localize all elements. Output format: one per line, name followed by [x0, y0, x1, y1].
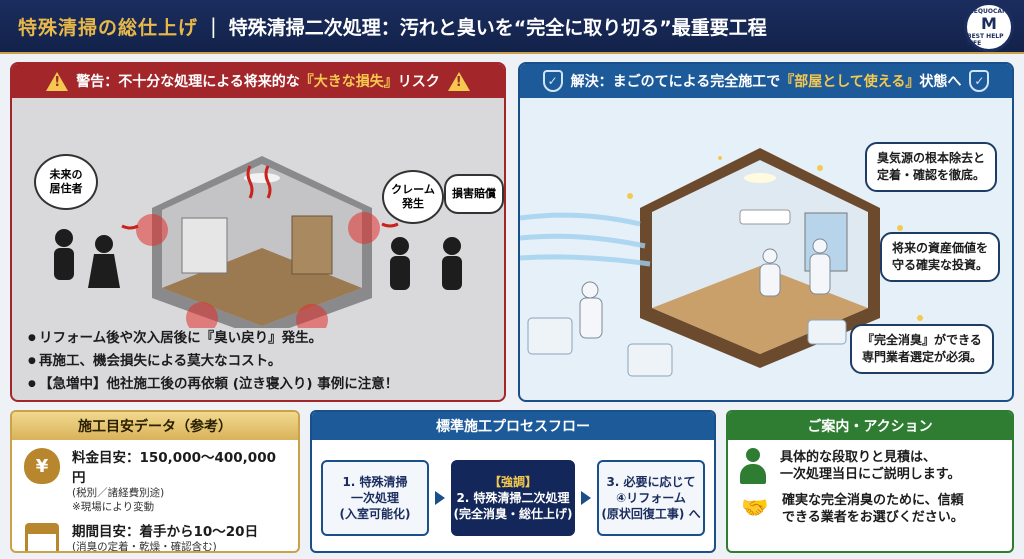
main-title: 特殊清掃の総仕上げ: [18, 16, 199, 39]
damages-bubble: 損害賠償: [444, 174, 504, 214]
warning-icon: !: [46, 71, 69, 91]
risk-item: 【急増中】他社施工後の再依頼 (泣き寝入り) 事例に注意！: [28, 372, 398, 392]
logo-sub: BEST HELP LIFE: [967, 32, 1004, 47]
cleaning-illustration: 臭気源の根本除去と 定着・確認を徹底。 将来の資産価値を 守る確実な投資。 『完…: [520, 98, 1012, 398]
title-separator: |: [210, 14, 217, 38]
risk-list: リフォーム後や次入居後に『臭い戻り』発生。 再施工、機会損失による莫大なコスト。…: [28, 323, 398, 392]
period-row: 期間目安：着手から10〜20日 (消臭の定着・乾燥・確認含む): [12, 514, 298, 553]
callout-root-cause: 臭気源の根本除去と 定着・確認を徹底。: [865, 142, 998, 192]
cost-box-title: 施工目安データ（参考）: [12, 412, 298, 440]
risk-item: リフォーム後や次入居後に『臭い戻り』発生。: [28, 326, 398, 346]
process-flow-box: 標準施工プロセスフロー 1. 特殊清掃一次処理(入室可能化) 【強調】2. 特殊…: [310, 410, 716, 553]
warning-panel: ! 警告：不十分な処理による将来的な『大きな損失』リスク !: [10, 62, 506, 402]
price-row: ¥ 料金目安：150,000〜400,000円 (税別／諸経費別途) ※現場によ…: [12, 440, 298, 514]
room-drawing: [54, 156, 462, 338]
shield-icon: ✓: [542, 70, 563, 92]
future-resident-bubble: 未来の 居住者: [34, 154, 98, 210]
main-subtitle: 特殊清掃二次処理：汚れと臭いを“完全に取り切る”最重要工程: [228, 16, 767, 39]
risk-item: 再施工、機会損失による莫大なコスト。: [28, 349, 398, 369]
action-box-title: ご案内・アクション: [728, 412, 1012, 440]
money-bag-icon: ¥: [22, 446, 62, 486]
period-label: 期間目安：着手から10〜20日: [72, 524, 259, 540]
period-note: (消臭の定着・乾燥・確認含む): [72, 541, 217, 553]
callout-asset-value: 将来の資産価値を 守る確実な投資。: [880, 232, 1001, 282]
logo-text: MEQUOCAFE: [967, 7, 1011, 15]
flow-step-1: 1. 特殊清掃一次処理(入室可能化): [321, 460, 429, 536]
price-note-variance: ※現場により変動: [72, 501, 155, 513]
solution-title: 解決：まごのてによる完全施工で『部屋として使える』状態へ: [570, 74, 962, 90]
action-box: ご案内・アクション 具体的な段取りと見積は、 一次処理当日にご説明します。 🤝 …: [726, 410, 1014, 553]
price-label: 料金目安：150,000〜400,000円: [72, 450, 276, 486]
person-icon: [738, 448, 768, 484]
solution-header: ✓ 解決：まごのてによる完全施工で『部屋として使える』状態へ ✓: [520, 64, 1012, 98]
flow-steps: 1. 特殊清掃一次処理(入室可能化) 【強調】2. 特殊清掃二次処理(完全消臭・…: [312, 440, 714, 536]
solution-panel: ✓ 解決：まごのてによる完全施工で『部屋として使える』状態へ ✓: [518, 62, 1014, 402]
company-logo: MEQUOCAFE M BEST HELP LIFE: [964, 2, 1014, 52]
callout-expert-selection: 『完全消臭』ができる 専門業者選定が必須。: [850, 324, 995, 374]
action-item-estimate: 具体的な段取りと見積は、 一次処理当日にご説明します。: [728, 440, 1012, 484]
cost-estimate-box: 施工目安データ（参考） ¥ 料金目安：150,000〜400,000円 (税別／…: [10, 410, 300, 553]
price-note: (税別／諸経費別途): [72, 487, 165, 499]
arrow-right-icon: [435, 491, 445, 505]
header-bar: 特殊清掃の総仕上げ | 特殊清掃二次処理：汚れと臭いを“完全に取り切る”最重要工…: [0, 0, 1024, 54]
warning-header: ! 警告：不十分な処理による将来的な『大きな損失』リスク !: [12, 64, 504, 98]
flow-box-title: 標準施工プロセスフロー: [312, 412, 714, 440]
claim-bubble: クレーム 発生: [382, 170, 444, 224]
arrow-right-icon: [581, 491, 591, 505]
shield-icon-right: ✓: [969, 70, 990, 92]
calendar-icon: [22, 520, 62, 551]
warning-title: 警告：不十分な処理による将来的な『大きな損失』リスク: [76, 74, 440, 90]
clean-room-drawing: [520, 148, 923, 377]
action-item-trust: 🤝 確実な完全消臭のために、信頼 できる業者をお選びください。: [728, 484, 1012, 526]
handshake-icon: 🤝: [741, 496, 769, 521]
logo-mark: M: [981, 13, 997, 33]
damaged-room-illustration: 未来の 居住者 クレーム 発生 損害賠償: [12, 98, 504, 338]
flow-step-2-highlight: 【強調】2. 特殊清掃二次処理(完全消臭・総仕上げ): [451, 460, 575, 536]
warning-icon-right: !: [447, 71, 470, 91]
